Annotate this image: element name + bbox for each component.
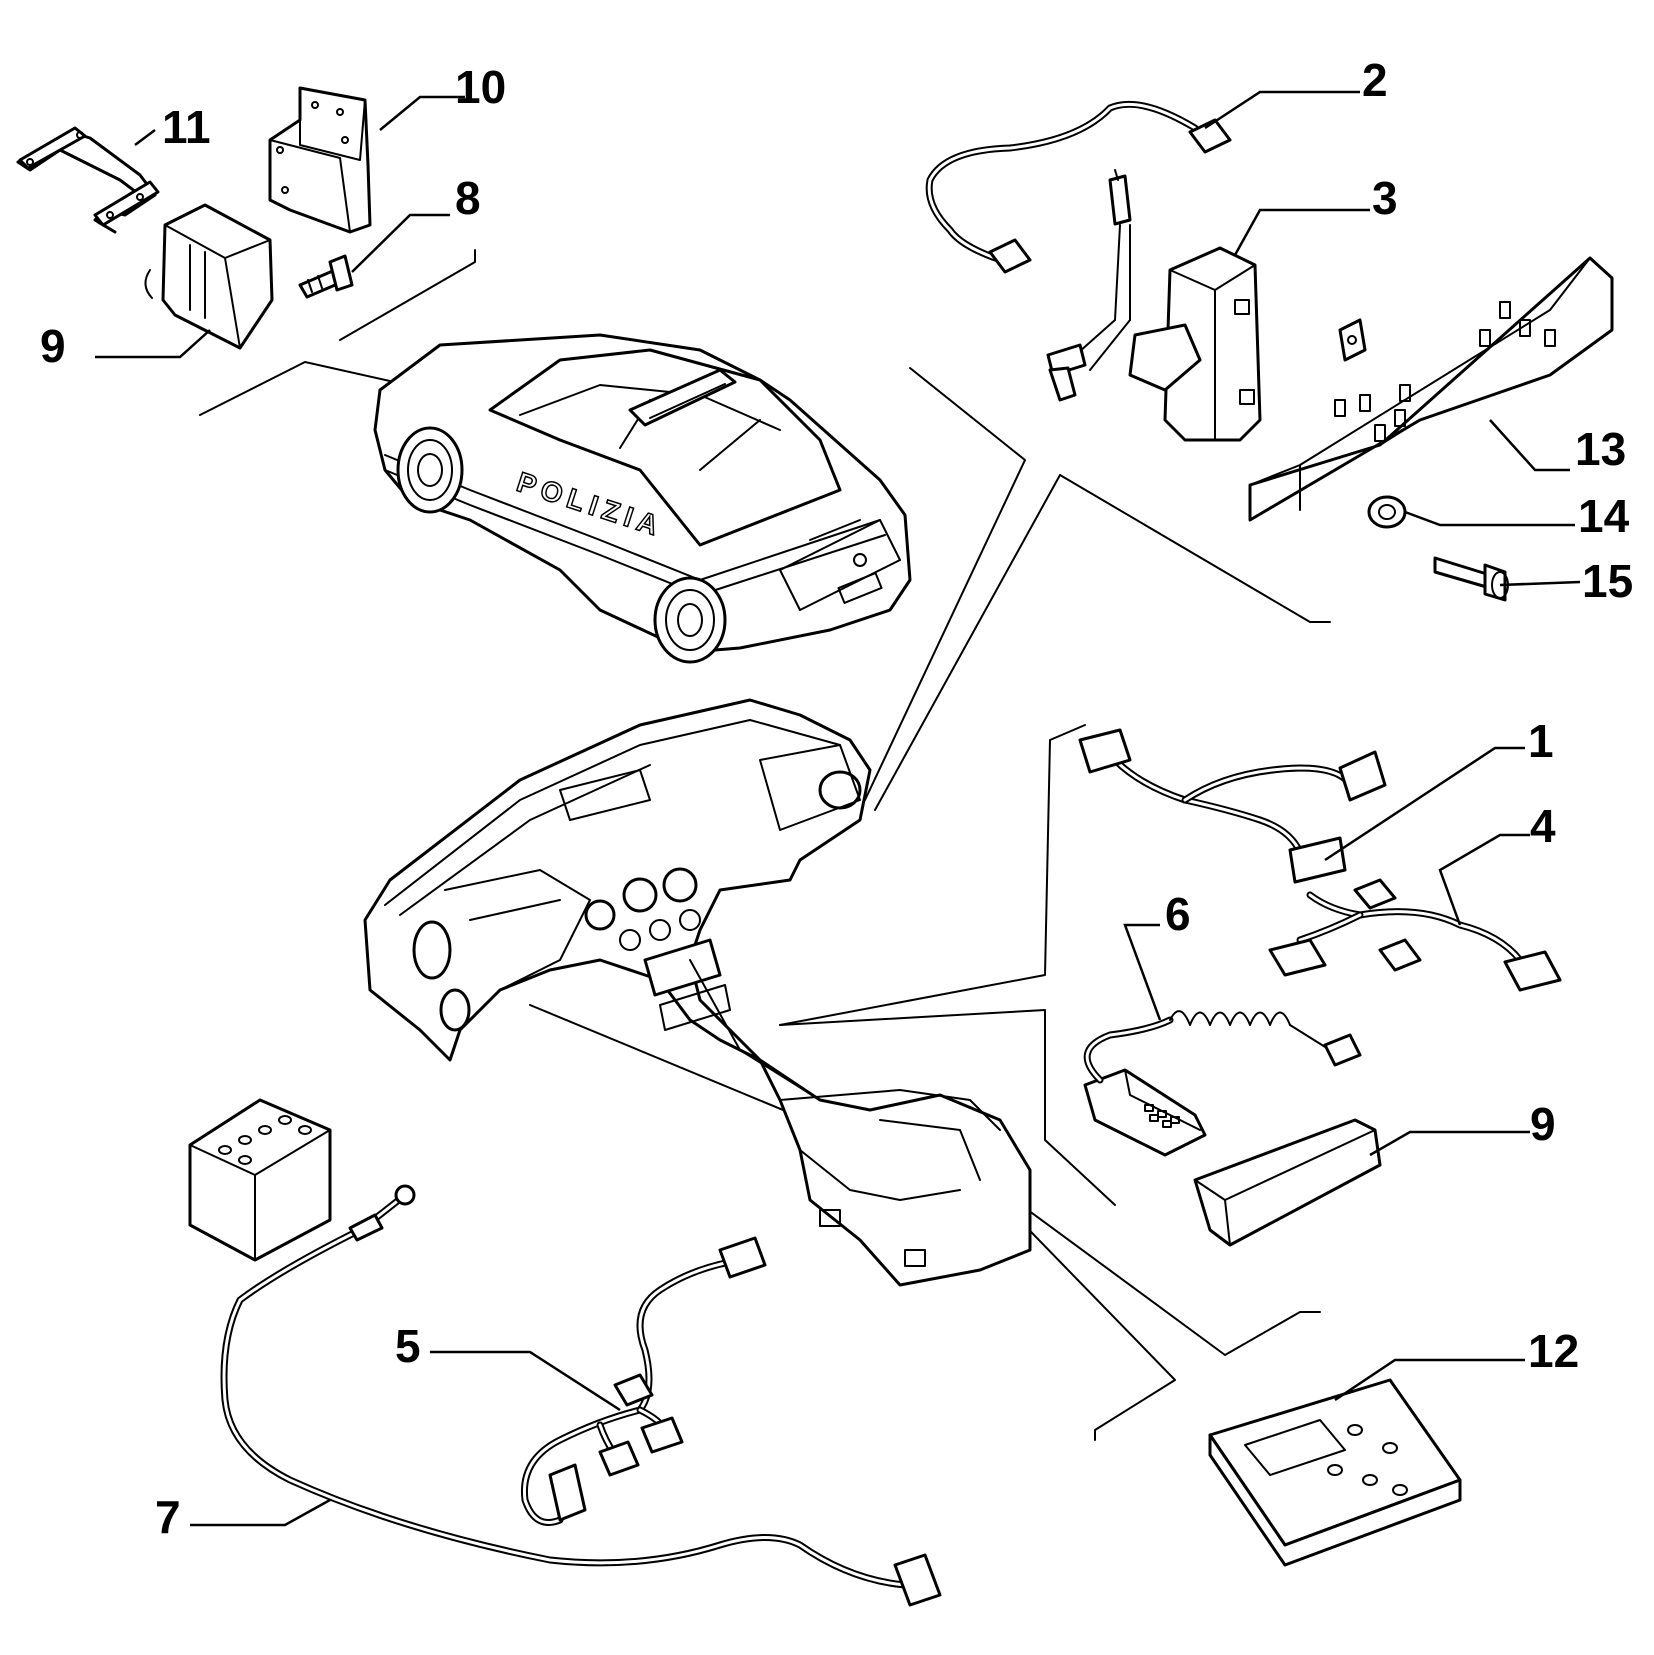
- group-lines: [199, 249, 1331, 1441]
- part-2-cable: [925, 100, 1232, 274]
- callout-3: 3: [1372, 172, 1398, 224]
- part-8-screw: [298, 254, 354, 299]
- callout-15: 15: [1582, 555, 1633, 607]
- callout-10: 10: [455, 61, 506, 113]
- part-1-harness: [1078, 728, 1387, 884]
- dashboard-assembly: [363, 698, 1032, 1287]
- callout-1: 1: [1528, 715, 1554, 767]
- callout-8: 8: [455, 172, 481, 224]
- part-3-switch: [1046, 169, 1262, 442]
- callout-9-top: 9: [40, 320, 66, 372]
- callout-7: 7: [155, 1491, 181, 1543]
- part-15-bolt: [1433, 556, 1509, 602]
- part-5-harness: [520, 1236, 767, 1526]
- callout-12: 12: [1528, 1325, 1579, 1377]
- part-11-bracket: [16, 126, 160, 234]
- battery: [188, 1098, 332, 1262]
- callout-numbers: 1 2 3 4 5 6 7 8 9 9 10 11 12 13 14 15: [40, 54, 1633, 1543]
- callout-9-bottom: 9: [1530, 1098, 1556, 1150]
- part-7-cable: [220, 1184, 942, 1607]
- police-car: POLIZIA: [373, 333, 912, 664]
- part-13-plate: [1248, 256, 1614, 522]
- callout-14: 14: [1578, 490, 1630, 542]
- part-4-harness: [1268, 878, 1562, 992]
- part-10-bracket: [268, 86, 372, 234]
- part-6-handset: [1083, 1010, 1362, 1157]
- callout-6: 6: [1165, 888, 1191, 940]
- callout-13: 13: [1575, 423, 1626, 475]
- part-14-nut: [1367, 495, 1407, 529]
- part-9-module-top: [144, 203, 274, 350]
- callout-5: 5: [395, 1320, 421, 1372]
- callout-2: 2: [1362, 54, 1388, 106]
- part-12-control-unit: [1208, 1378, 1462, 1567]
- callout-11: 11: [162, 101, 211, 153]
- callout-leaders: [95, 90, 1581, 1527]
- callout-4: 4: [1530, 800, 1556, 852]
- part-9-holder: [1193, 1118, 1382, 1247]
